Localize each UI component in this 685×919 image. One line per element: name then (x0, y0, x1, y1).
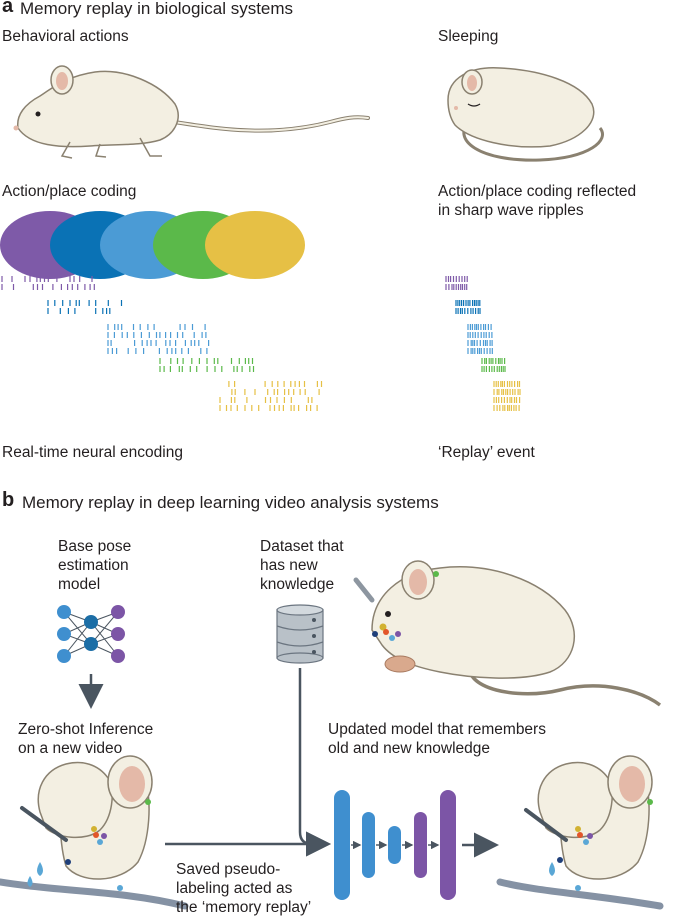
coding-label: Action/place coding (2, 183, 137, 200)
base-model-label: Base pose estimation model (58, 538, 132, 593)
zero-shot-label: Zero-shot Inference on a new video (18, 721, 154, 757)
input-video-mouse-illustration (0, 755, 189, 910)
output-video-mouse-illustration (496, 755, 664, 910)
base-model-network-icon (57, 605, 125, 663)
updated-model-label: Updated model that remembers old and new… (328, 721, 546, 757)
place-field-ellipses (0, 211, 305, 279)
walking-mouse-illustration (13, 65, 370, 159)
place-field-5 (205, 211, 305, 279)
pseudo-label-text: Saved pseudo- labeling acted as the ‘mem… (176, 861, 312, 916)
real-time-spike-raster (1, 276, 323, 411)
dataset-to-model-arrow (298, 668, 331, 857)
eating-mouse-illustration (353, 560, 662, 707)
behavior-label: Behavioral actions (2, 28, 129, 45)
replay-spike-raster (445, 276, 521, 411)
dataset-database-icon (276, 604, 324, 664)
panel-a-title: Memory replay in biological systems (20, 0, 294, 18)
dataset-label: Dataset that has new knowledge (260, 538, 344, 593)
updated-model-network (334, 790, 456, 900)
panel-b-letter: b (2, 489, 15, 511)
panel-b-title: Memory replay in deep learning video ana… (22, 493, 439, 512)
encoding-label: Real-time neural encoding (2, 444, 183, 461)
sleeping-mouse-illustration (447, 67, 604, 162)
panel-a-letter: a (2, 0, 14, 17)
sleep-label: Sleeping (438, 28, 499, 45)
ripple-label: Action/place coding reflected in sharp w… (438, 183, 637, 219)
replay-label: ‘Replay’ event (438, 444, 535, 461)
